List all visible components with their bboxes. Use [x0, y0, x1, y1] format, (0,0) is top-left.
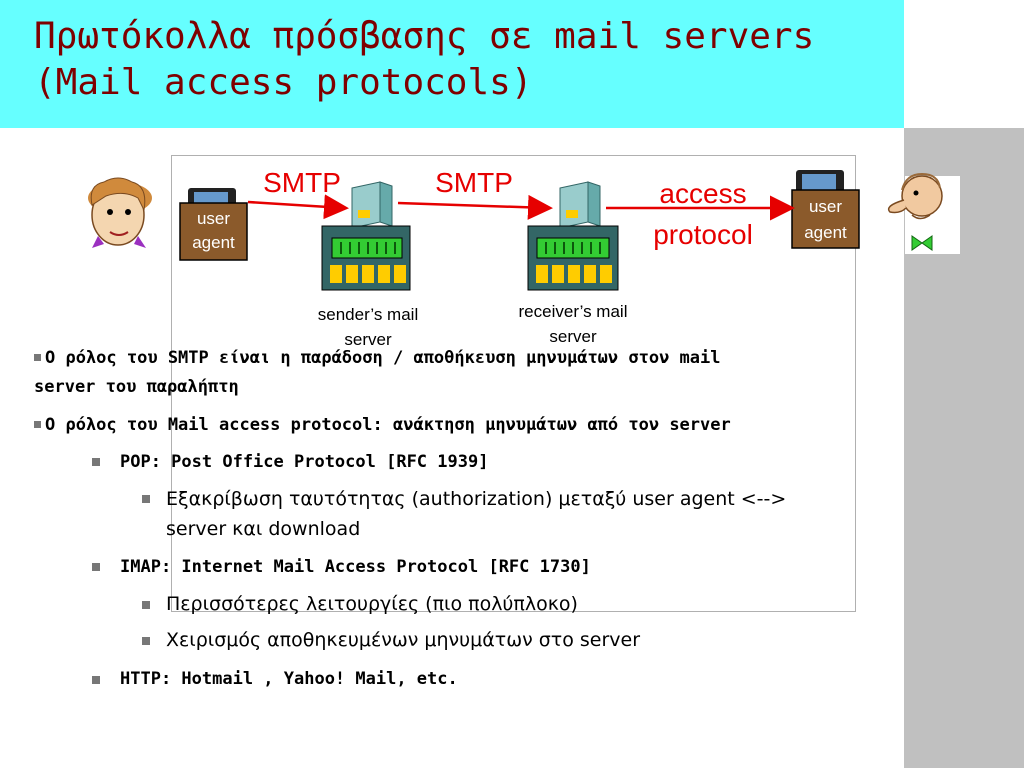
diagram-frame — [171, 155, 856, 612]
bullet-square-icon — [92, 676, 100, 684]
receiver-server-label-line-2: server — [549, 327, 597, 346]
bullet-pop-auth-line-1: Εξακρίβωση ταυτότητας (authorization) με… — [166, 488, 787, 510]
receiver-user-agent-line-1: user — [809, 197, 842, 216]
bullet-imap-more: Περισσότερες λειτουργίες (πιο πολύπλοκο) — [166, 593, 578, 615]
bullet-imap-manage: Χειρισμός αποθηκευμένων μηνυμάτων στο se… — [166, 629, 641, 651]
bullet-http: HTTP: Hotmail , Yahoo! Mail, etc. — [120, 669, 458, 689]
receiver-user-agent-line-2: agent — [804, 223, 847, 242]
smtp-arrow-2 — [397, 194, 553, 220]
smtp-arrow-1 — [247, 194, 349, 220]
bullet-smtp-role-continued: server του παραλήπτη — [34, 373, 239, 401]
slide-title-line-2: (Mail access protocols) — [34, 62, 533, 103]
receiver-person-icon — [887, 172, 960, 254]
receiver-user-agent: user agent — [791, 189, 860, 249]
bullet-square-icon — [92, 563, 100, 571]
bullet-access-role-text: Ο ρόλος του Mail access protocol: ανάκτη… — [45, 415, 731, 435]
access-protocol-label-line-2: protocol — [653, 219, 753, 250]
bullet-smtp-role: Ο ρόλος του SMTP είναι η παράδοση / αποθ… — [34, 344, 721, 372]
sender-user-agent-line-2: agent — [192, 233, 235, 252]
bullet-pop-auth-line-2: server και download — [166, 518, 361, 540]
bullet-square-icon — [142, 495, 150, 503]
bullet-square-icon — [142, 601, 150, 609]
bullet-smtp-role-line-2: server του παραλήπτη — [34, 377, 239, 397]
sender-user-agent-line-1: user — [197, 209, 230, 228]
bullet-smtp-role-line-1: Ο ρόλος του SMTP είναι η παράδοση / αποθ… — [45, 348, 721, 368]
sender-user-agent: user agent — [179, 202, 248, 261]
sender-server-label-line-1: sender’s mail — [318, 305, 418, 324]
bullet-square-icon — [142, 637, 150, 645]
sender-server-label-line-2: server — [344, 330, 392, 349]
bullet-square-icon — [34, 354, 41, 361]
title-bar — [0, 0, 904, 128]
bullet-pop: POP: Post Office Protocol [RFC 1939] — [120, 452, 489, 472]
smtp-label-2: SMTP — [435, 167, 513, 198]
slide-title-line-1: Πρωτόκολλα πρόσβασης σε mail servers — [34, 16, 815, 57]
bullet-imap: IMAP: Internet Mail Access Protocol [RFC… — [120, 557, 591, 577]
smtp-label-1: SMTP — [263, 167, 341, 198]
receiver-mail-server-icon — [527, 181, 619, 291]
bullet-access-role: Ο ρόλος του Mail access protocol: ανάκτη… — [34, 411, 731, 439]
access-protocol-label-line-1: access — [659, 178, 746, 209]
bullet-square-icon — [92, 458, 100, 466]
sender-person-icon — [88, 177, 152, 248]
sender-mail-server-icon — [321, 181, 411, 291]
receiver-server-label-line-1: receiver’s mail — [519, 302, 628, 321]
slide-title: Πρωτόκολλα πρόσβασης σε mail servers (Ma… — [34, 14, 814, 106]
right-strip — [904, 0, 1024, 128]
bullet-square-icon — [34, 421, 41, 428]
